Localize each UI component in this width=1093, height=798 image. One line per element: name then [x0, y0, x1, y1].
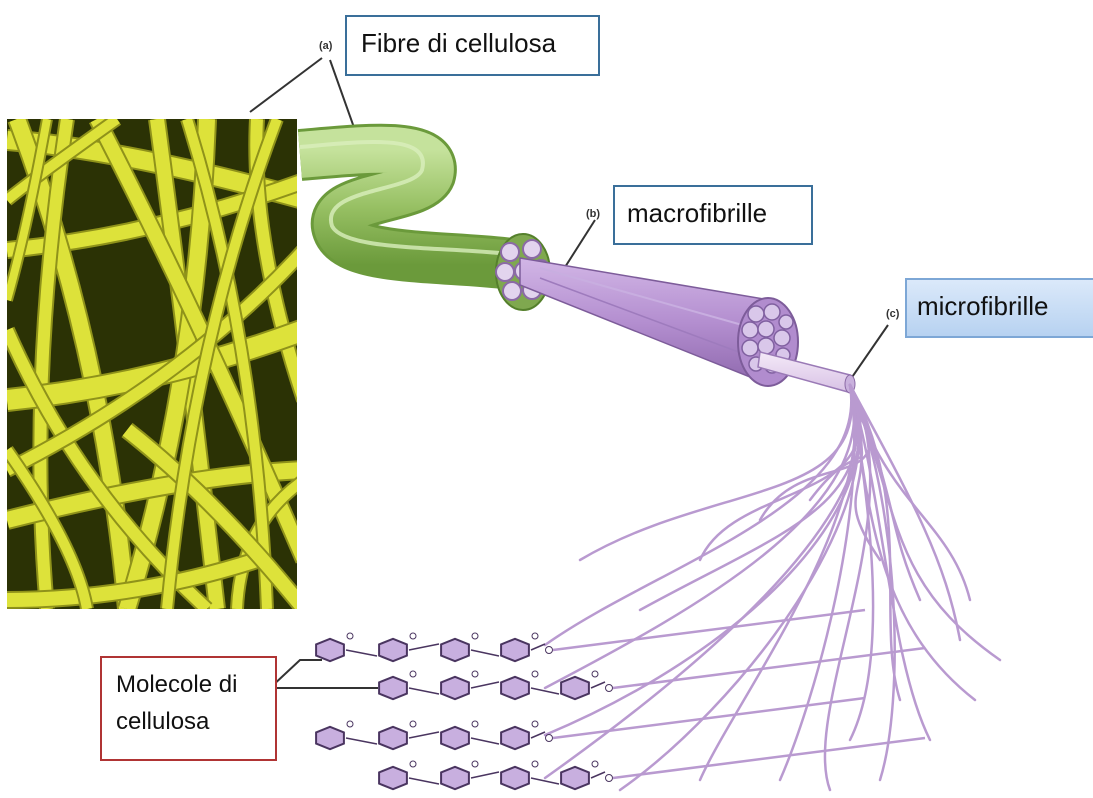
oxygen-atom — [532, 721, 538, 727]
glucose-ring — [379, 639, 407, 661]
glucose-ring — [379, 677, 407, 699]
glycosidic-bond — [471, 772, 499, 778]
oxygen-atom — [410, 721, 416, 727]
glycosidic-bond — [471, 738, 499, 744]
cellulose-strand — [780, 385, 854, 780]
glucose-ring — [441, 639, 469, 661]
glycosidic-bond — [409, 778, 439, 784]
tag-a: (a) — [319, 40, 332, 52]
tag-b: (b) — [586, 208, 600, 220]
chain-end — [606, 685, 613, 692]
glycosidic-bond — [471, 682, 499, 688]
oxygen-atom — [472, 721, 478, 727]
oxygen-atom — [472, 633, 478, 639]
glycosidic-bond — [346, 738, 377, 744]
glucose-ring — [316, 727, 344, 749]
cellulose-strand — [825, 385, 870, 790]
cellulose-strand — [545, 385, 854, 688]
label-microfibrille: microfibrille — [905, 278, 1093, 338]
oxygen-atom — [592, 671, 598, 677]
oxygen-atom — [410, 633, 416, 639]
tag-c: (c) — [886, 308, 899, 320]
glucose-ring — [501, 677, 529, 699]
oxygen-atom — [472, 761, 478, 767]
cellulose-fibre — [300, 142, 550, 310]
cellulose-strand — [640, 385, 857, 610]
glycosidic-bond — [591, 772, 605, 778]
glucose-ring — [379, 727, 407, 749]
label-molecole-di-cellulosa: Molecole di cellulosa — [100, 656, 277, 761]
glycosidic-bond — [531, 732, 545, 738]
glucose-ring — [379, 767, 407, 789]
glycosidic-bond — [409, 644, 439, 650]
glycosidic-bond — [409, 688, 439, 694]
oxygen-atom — [347, 721, 353, 727]
label-macrofibrille: macrofibrille — [613, 185, 813, 245]
sem-micrograph — [7, 119, 307, 609]
glycosidic-bond — [409, 732, 439, 738]
glucose-ring — [561, 677, 589, 699]
chain-to-strand — [553, 698, 865, 738]
chain-to-strand — [613, 648, 925, 688]
glucose-ring — [441, 767, 469, 789]
glucose-ring — [441, 677, 469, 699]
oxygen-atom — [532, 633, 538, 639]
glycosidic-bond — [531, 644, 545, 650]
glycosidic-bond — [591, 682, 605, 688]
label-fibre-di-cellulosa: Fibre di cellulosa — [345, 15, 600, 76]
glucose-ring — [501, 727, 529, 749]
glucose-ring — [316, 639, 344, 661]
oxygen-atom — [592, 761, 598, 767]
oxygen-atom — [472, 671, 478, 677]
cellulose-strand — [620, 385, 859, 790]
glycosidic-bond — [471, 650, 499, 656]
chain-end — [546, 647, 553, 654]
glucose-ring — [441, 727, 469, 749]
oxygen-atom — [532, 671, 538, 677]
glycosidic-bond — [346, 650, 377, 656]
glucose-ring — [501, 639, 529, 661]
oxygen-atom — [410, 761, 416, 767]
oxygen-atom — [532, 761, 538, 767]
oxygen-atom — [410, 671, 416, 677]
glucose-ring — [561, 767, 589, 789]
chain-end — [546, 735, 553, 742]
chain-end — [606, 775, 613, 782]
glucose-ring — [501, 767, 529, 789]
cellulose-strand — [580, 385, 852, 560]
cellulose-strand — [545, 385, 859, 735]
oxygen-atom — [347, 633, 353, 639]
macrofibril — [520, 258, 798, 386]
